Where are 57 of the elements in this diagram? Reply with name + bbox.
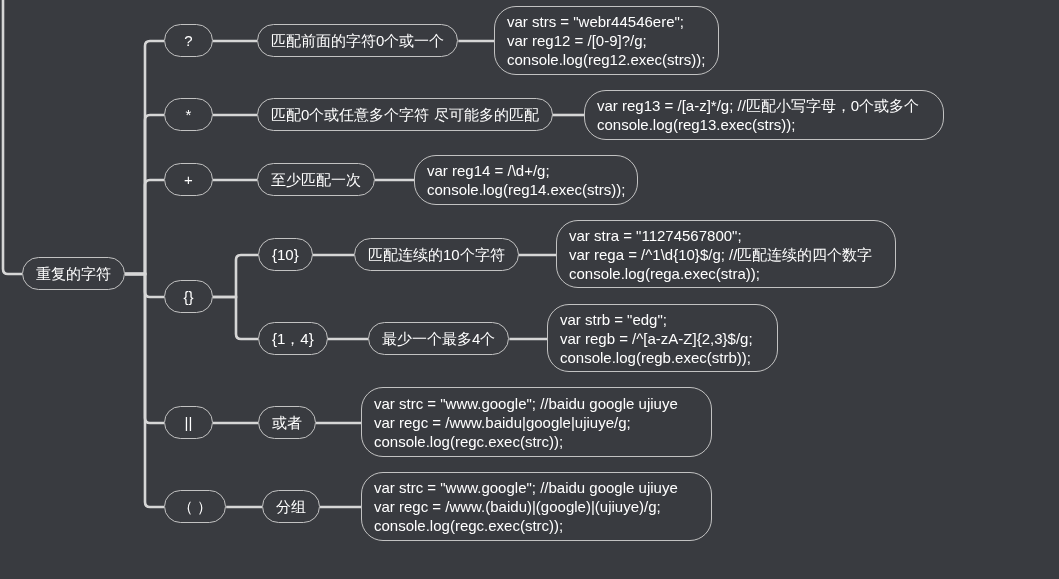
topic-label: 分组	[276, 497, 306, 516]
topic-label: 匹配0个或任意多个字符 尽可能多的匹配	[271, 105, 539, 124]
branch-line	[213, 421, 258, 425]
topic-label: *	[185, 105, 192, 124]
topic-label: {}	[183, 287, 194, 306]
code-line: console.log(reg14.exec(strs));	[427, 180, 626, 199]
topic-label: ?	[184, 31, 193, 50]
topic-label: 匹配连续的10个字符	[368, 245, 505, 264]
topic-label: ||	[184, 413, 193, 432]
code-bubble	[494, 6, 719, 75]
code-bubble	[361, 472, 712, 541]
code-bubble	[414, 155, 639, 205]
code-line: var regc = /www.baidu|google|ujiuye/g;	[374, 412, 631, 432]
topic-label: {10}	[272, 245, 299, 264]
topic-label: 至少匹配一次	[271, 170, 361, 189]
topic-label: {1，4}	[272, 329, 314, 348]
branch-line	[458, 39, 494, 43]
topic-label: +	[184, 170, 193, 189]
branch-line	[327, 337, 368, 341]
branch-line	[518, 253, 556, 257]
code-line: var regc = /www.(baidu)|(google)|(ujiuye)/g;	[374, 497, 661, 516]
code-line: var reg13 = /[a-z]*/g; //匹配小写字母，0个或多个	[597, 96, 920, 115]
branch-line	[226, 505, 262, 509]
code-line: var reg12 = /[0-9]?/g;	[507, 31, 647, 50]
code-line: console.log(reg12.exec(strs));	[507, 50, 706, 69]
code-line: var regb = /^[a-zA-Z]{2,3}$/g;	[560, 328, 753, 348]
branch-line	[375, 178, 414, 182]
code-line: console.log(regb.exec(strb));	[560, 347, 751, 367]
code-line: var strc = "www.google"; //baidu google ujiuye	[374, 393, 678, 413]
topic-label: （ ）	[178, 497, 213, 516]
topic-label: 匹配前面的字符0个或一个	[271, 31, 445, 50]
code-line: var strs = "webr44546ere";	[507, 12, 684, 31]
branch-line	[312, 253, 354, 257]
topic-label: 重复的字符	[36, 264, 111, 283]
code-line: console.log(rega.exec(stra));	[569, 263, 760, 283]
code-line: console.log(regc.exec(strc));	[374, 516, 564, 535]
code-line: console.log(regc.exec(strc));	[374, 431, 564, 451]
topic-label: 或者	[272, 413, 302, 432]
code-line: var strb = "edg";	[560, 309, 667, 329]
branch-line	[213, 39, 257, 43]
topic-label: 最少一个最多4个	[382, 329, 496, 348]
code-bubble	[361, 387, 712, 457]
code-line: var strc = "www.google"; //baidu google ujiuye	[374, 478, 678, 497]
code-line: var reg14 = /\d+/g;	[427, 161, 550, 180]
code-line: console.log(reg13.exec(strs));	[597, 115, 796, 134]
branch-line	[213, 295, 258, 341]
branch-line	[213, 113, 257, 117]
code-bubble	[547, 304, 778, 372]
code-bubble	[556, 220, 896, 288]
code-bubble	[584, 90, 944, 140]
branch-line	[320, 505, 361, 509]
code-line: var rega = /^1\d{10}$/g; //匹配连续的四个数字	[569, 244, 873, 264]
branch-line	[552, 113, 584, 117]
code-line: var stra = "11274567800";	[569, 225, 742, 245]
branch-line	[509, 337, 547, 341]
branch-line	[316, 421, 361, 425]
branch-line	[213, 178, 257, 182]
